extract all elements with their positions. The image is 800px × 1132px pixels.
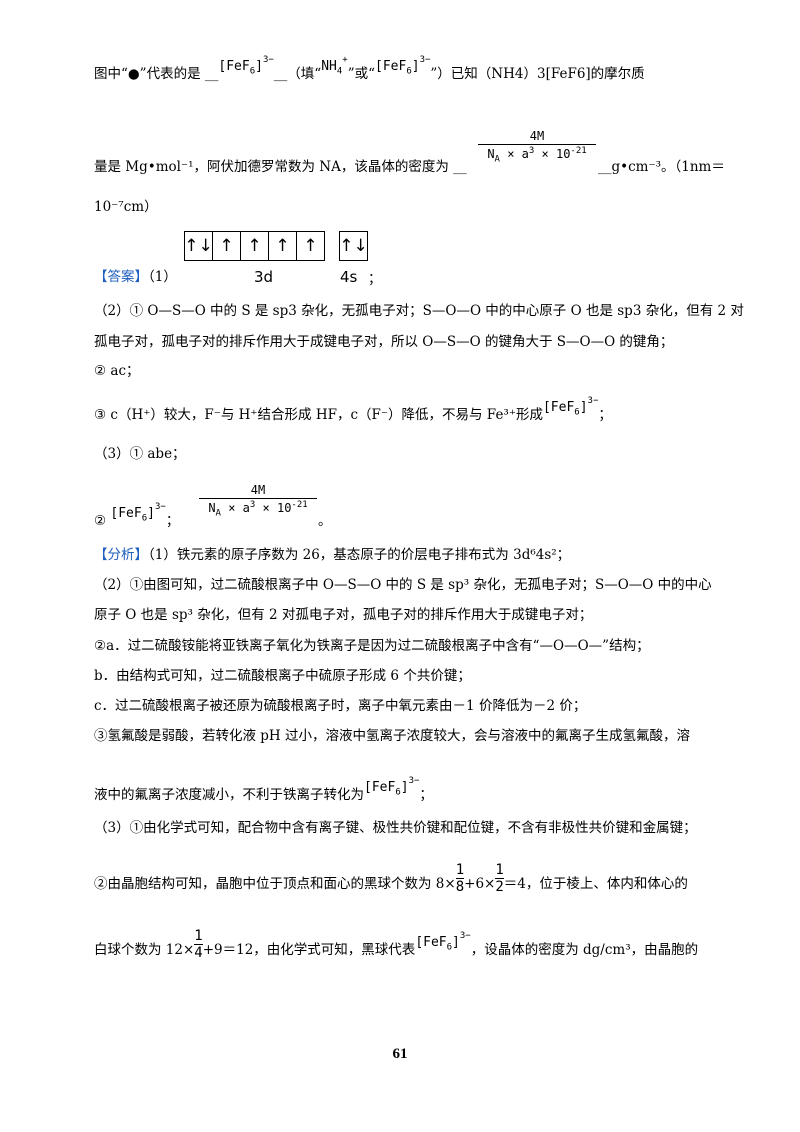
answer-p2-1b: 孤电子对，孤电子对的排斥作用大于成键电子对，所以 O—S—O 的键角大于 S—O…	[94, 334, 674, 350]
question-line-2: 量是 Mg•mol⁻¹，阿伏加德罗常数为 NA，该晶体的密度为 __	[94, 159, 467, 175]
orbital-box: ↑	[268, 231, 297, 261]
frac-den: NA × a3 × 10-21	[478, 144, 596, 164]
question-line-2-end: __g•cm⁻³。（1nm＝	[598, 159, 725, 175]
answer-p2-1a: （2）① O—S—O 中的 S 是 sp3 杂化，无孤电子对；S—O—O 中的中…	[94, 303, 744, 319]
ion-feF6-5: [FeF6]3−	[364, 775, 420, 798]
analysis-line-9: （3）①由化学式可知，配合物中含有离子键、极性共价键和配位键，不含有非极性共价键…	[94, 820, 697, 836]
frac-num: 4M	[529, 129, 545, 143]
page-number: 61	[392, 1046, 408, 1062]
ion-feF6-6: [FeF6]3−	[415, 930, 471, 953]
analysis-line-4: ②a．过二硫酸铵能将亚铁离子氧化为铁离子是因为过二硫酸根离子中含有“—O—O—”…	[94, 638, 650, 654]
analysis-line-5: b．由结构式可知，过二硫酸根离子中硫原子形成 6 个共价键；	[94, 668, 471, 684]
orbital-box: ↑↓	[339, 231, 368, 261]
analysis-line-8: 液中的氟离子浓度减小，不利于铁离子转化为[FeF6]3−；	[94, 775, 433, 803]
orbital-box: ↑	[212, 231, 241, 261]
analysis-line-1: 【分析】（1）铁元素的原子序数为 26，基态原子的价层电子排布式为 3d⁶4s²…	[94, 547, 571, 563]
answer-line-1-end: ；	[368, 271, 382, 287]
orbital-3d: ↑↓ ↑ ↑ ↑ ↑	[184, 231, 325, 261]
orbital-label-3d: 3d	[254, 268, 274, 286]
orbital-box: ↑	[240, 231, 269, 261]
question-line-3: 10⁻⁷cm）	[94, 199, 158, 215]
analysis-line-2: （2）①由图可知，过二硫酸根离子中 O—S—O 中的 S 是 sp³ 杂化，无孤…	[94, 577, 712, 593]
frac-num: 4M	[250, 483, 266, 497]
analysis-line-3: 原子 O 也是 sp³ 杂化，但有 2 对孤电子对，孤电子对的排斥作用大于成键电…	[94, 607, 593, 623]
ion-feF6: [FeF6]3−	[218, 54, 274, 77]
question-line-1: 图中“●”代表的是 __[FeF6]3−__（填“NH4+”或“[FeF6]3−…	[94, 54, 645, 82]
ion-feF6-4: [FeF6]3−	[110, 501, 166, 524]
answer-p3-2: ② [FeF6]3−；	[94, 501, 180, 529]
orbital-4s: ↑↓	[339, 231, 368, 261]
answer-p3-2-end: 。	[318, 513, 332, 529]
answer-p2-3: ③ c（H⁺）较大，F⁻与 H⁺结合形成 HF，c（F⁻）降低，不易与 Fe³⁺…	[94, 395, 612, 423]
orbital-box: ↑↓	[184, 231, 213, 261]
answer-line-1: 【答案】（1）	[94, 269, 177, 285]
analysis-tag: 【分析】	[94, 547, 148, 563]
analysis-line-7: ③氢氟酸是弱酸，若转化液 pH 过小，溶液中氢离子浓度较大，会与溶液中的氟离子生…	[94, 728, 690, 744]
ion-nh4: NH4+	[321, 54, 348, 77]
density-fraction: 4M NA × a3 × 10-21	[478, 128, 596, 164]
ion-feF6-2: [FeF6]3−	[375, 54, 431, 77]
orbital-box: ↑	[296, 231, 325, 261]
frac-den: NA × a3 × 10-21	[199, 498, 317, 518]
ion-feF6-3: [FeF6]3−	[542, 395, 599, 418]
analysis-line-6: c．过二硫酸根离子被还原为硫酸根离子时，离子中氧元素由－1 价降低为－2 价；	[94, 698, 587, 714]
answer-p2-2: ② ac；	[94, 363, 140, 379]
orbital-label-4s: 4s	[340, 268, 358, 286]
answer-density-fraction: 4M NA × a3 × 10-21	[199, 482, 317, 518]
answer-tag: 【答案】	[94, 269, 148, 285]
answer-p3-1: （3）① abe；	[94, 446, 186, 462]
